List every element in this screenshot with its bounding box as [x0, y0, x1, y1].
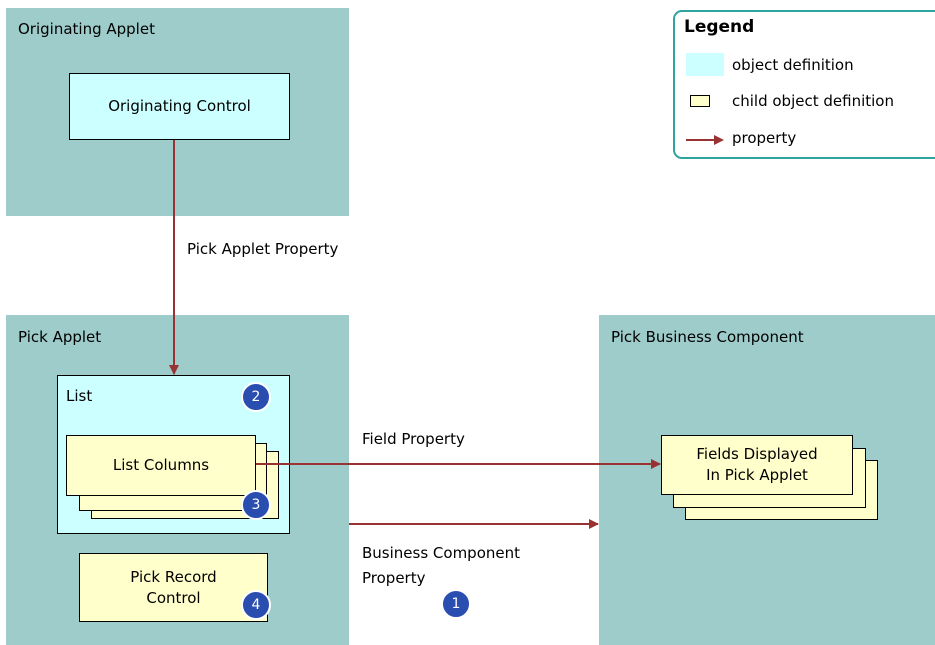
business-component-property-line1: Business Component — [362, 544, 520, 562]
list-columns-box: List Columns — [66, 435, 256, 496]
originating-applet-title: Originating Applet — [18, 20, 155, 38]
list-label: List — [66, 387, 93, 405]
fields-displayed-line2: In Pick Applet — [706, 466, 808, 484]
originating-control-box: Originating Control — [69, 73, 290, 140]
pick-record-control-line2: Control — [146, 588, 201, 607]
business-component-property-line2: Property — [362, 569, 426, 587]
legend: Legend object definition child object de… — [673, 10, 935, 159]
legend-property-arrow-icon — [686, 135, 724, 145]
pick-applet-property-label: Pick Applet Property — [187, 240, 339, 258]
legend-child-object-definition-swatch — [690, 95, 710, 107]
pick-business-component-panel: Pick Business Component — [599, 315, 935, 645]
pick-applet-title: Pick Applet — [18, 328, 102, 346]
pick-business-component-title: Pick Business Component — [611, 328, 804, 346]
legend-object-definition-label: object definition — [732, 56, 854, 74]
badge-2: 2 — [241, 382, 271, 412]
legend-property-label: property — [732, 129, 797, 147]
legend-child-object-definition-label: child object definition — [732, 92, 894, 110]
badge-1: 1 — [441, 589, 471, 619]
fields-displayed-box: Fields Displayed In Pick Applet — [661, 435, 853, 495]
badge-3: 3 — [241, 490, 271, 520]
legend-object-definition-swatch — [686, 53, 724, 76]
pick-record-control-box: Pick Record Control — [79, 553, 268, 622]
badge-4: 4 — [241, 590, 271, 620]
pick-record-control-line1: Pick Record — [130, 567, 217, 586]
fields-displayed-line1: Fields Displayed — [696, 445, 818, 463]
list-columns-label: List Columns — [112, 456, 210, 474]
originating-control-label: Originating Control — [108, 97, 251, 115]
legend-title: Legend — [684, 17, 755, 37]
field-property-label: Field Property — [362, 430, 465, 448]
